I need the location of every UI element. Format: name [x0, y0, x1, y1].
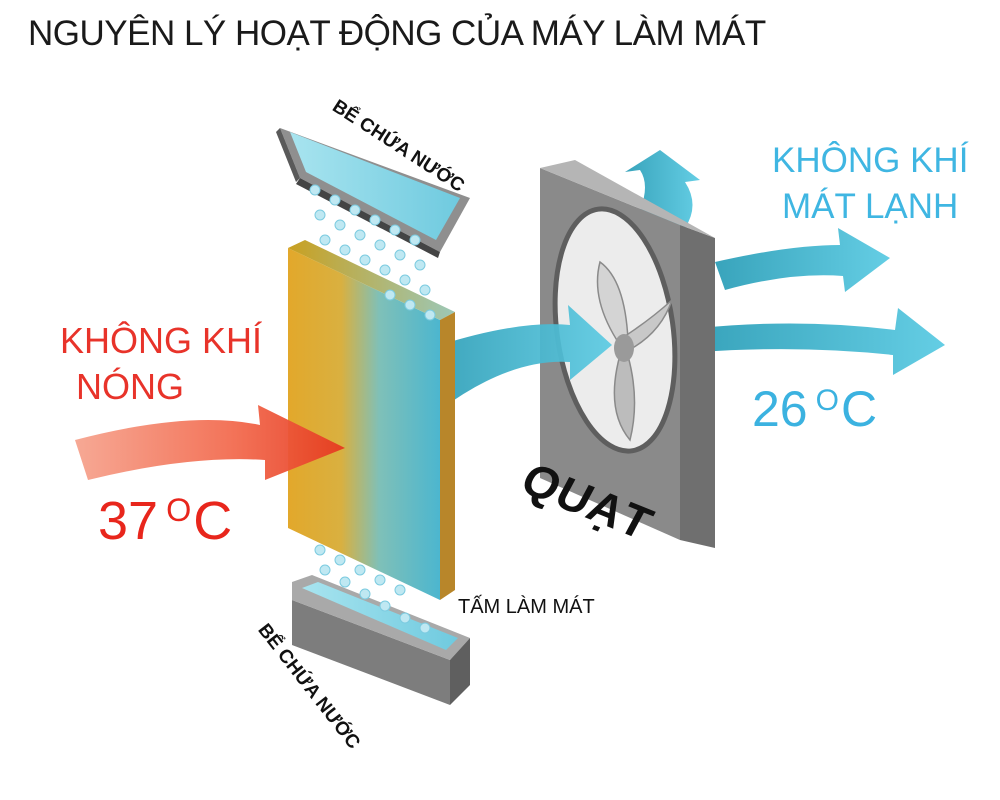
- fan-blade: [596, 260, 629, 347]
- cool-temp-degree: O: [815, 383, 839, 417]
- top-water-tank: [276, 128, 470, 258]
- fan-unit: [540, 160, 715, 548]
- cool-temp-value: 26: [752, 381, 808, 437]
- hot-air-arrow: [75, 405, 345, 480]
- hot-temp-unit: C: [193, 491, 233, 551]
- fan-blade: [613, 354, 636, 442]
- page-title: NGUYÊN LÝ HOẠT ĐỘNG CỦA MÁY LÀM MÁT: [28, 14, 766, 53]
- water-droplets-top: [309, 184, 436, 321]
- cool-air-label-line2: MÁT LẠNH: [782, 187, 959, 226]
- fan-blade: [621, 299, 673, 354]
- cool-arrow-mid: [715, 228, 890, 292]
- bottom-water-tank: [292, 575, 470, 705]
- cool-arrow-low: [700, 308, 945, 375]
- cooling-pad-label: TẤM LÀM MÁT: [458, 596, 595, 618]
- cool-air-label: KHÔNG KHÍ MÁT LẠNH: [772, 138, 968, 230]
- hot-temp-value: 37: [98, 491, 159, 551]
- water-droplets-bottom: [314, 544, 431, 634]
- cool-temp-unit: C: [840, 381, 878, 437]
- cool-arrow-through: [440, 305, 612, 410]
- hot-temp-degree: O: [166, 492, 192, 529]
- hot-air-label-line1: KHÔNG KHÍ: [60, 320, 263, 361]
- hot-air-label: KHÔNG KHÍ NÓNG: [60, 318, 262, 410]
- hot-air-label-line2: NÓNG: [76, 366, 184, 407]
- cool-air-label-line1: KHÔNG KHÍ: [772, 141, 969, 180]
- cooling-pad: [288, 240, 455, 600]
